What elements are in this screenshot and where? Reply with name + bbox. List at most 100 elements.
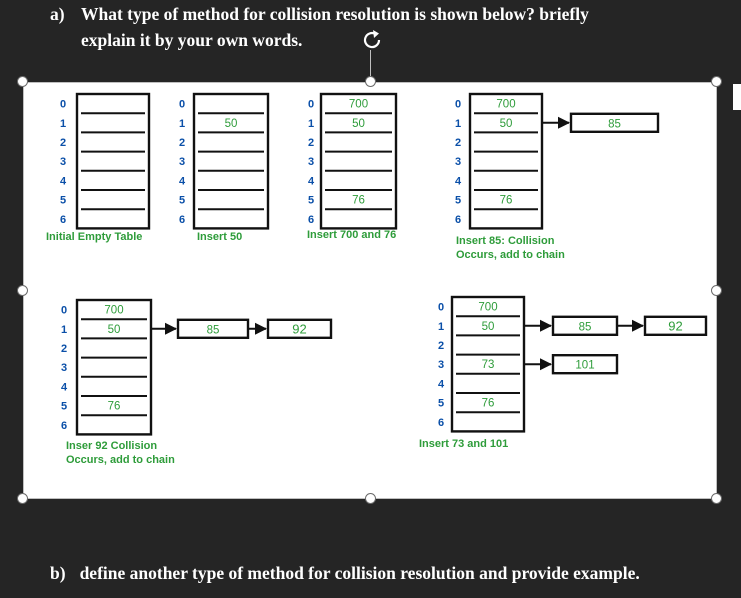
slot-index: 3	[61, 362, 67, 374]
panel-caption: Occurs, add to chain	[456, 249, 565, 261]
panel-caption: Insert 85: Collision	[456, 235, 555, 247]
slot-index: 6	[455, 214, 461, 226]
slot-value: 73	[482, 359, 495, 371]
slot-index: 5	[61, 401, 67, 413]
arrow-head	[540, 358, 552, 371]
question-a-line1: What type of method for collision resolu…	[81, 4, 589, 24]
arrow-head	[165, 322, 177, 335]
chain-node-value: 85	[207, 324, 220, 336]
slot-index: 3	[438, 359, 444, 371]
slot-index: 2	[61, 343, 67, 355]
slot-value: 76	[352, 195, 365, 207]
slot-value: 700	[349, 99, 368, 111]
chain-node	[266, 318, 333, 340]
slot-index: 1	[438, 321, 444, 333]
rotate-icon[interactable]	[359, 27, 385, 53]
slot-index: 1	[308, 118, 314, 130]
resize-handle-bottom-center[interactable]	[365, 493, 376, 504]
chain-node-value: 85	[608, 118, 621, 130]
resize-handle-top-left[interactable]	[17, 76, 28, 87]
resize-handle-bottom-right[interactable]	[711, 493, 722, 504]
hash-table	[192, 92, 270, 230]
slot-index: 1	[179, 118, 185, 130]
resize-handle-middle-right[interactable]	[711, 285, 722, 296]
slot-index: 4	[438, 378, 445, 390]
slot-value: 76	[482, 398, 495, 410]
slot-index: 2	[60, 137, 66, 149]
slot-value: 76	[500, 195, 513, 207]
hash-table	[75, 298, 153, 436]
resize-handle-middle-left[interactable]	[17, 285, 28, 296]
panel-caption: Insert 73 and 101	[419, 438, 508, 450]
chain-node-value: 85	[579, 321, 592, 333]
slot-index: 1	[61, 324, 67, 336]
slot-value: 700	[478, 302, 497, 314]
slot-index: 2	[438, 340, 444, 352]
chain-node-value: 101	[575, 360, 594, 372]
slot-index: 5	[455, 195, 461, 207]
slot-value: 76	[108, 401, 121, 413]
question-b-label: b)	[50, 563, 66, 583]
question-b: b) define another type of method for coll…	[50, 560, 640, 586]
slot-value: 700	[104, 305, 123, 317]
resize-handle-bottom-left[interactable]	[17, 493, 28, 504]
slot-index: 6	[60, 214, 66, 226]
slot-index: 4	[179, 175, 186, 187]
slot-index: 3	[179, 156, 185, 168]
slot-index: 2	[179, 137, 185, 149]
slot-index: 5	[60, 195, 66, 207]
panel-caption: Insert 700 and 76	[307, 229, 396, 241]
slot-index: 0	[179, 99, 185, 111]
arrow-head	[632, 319, 644, 332]
arrow-head	[540, 319, 552, 332]
slot-index: 4	[455, 175, 462, 187]
slot-index: 1	[455, 118, 461, 130]
panel-caption: Inser 92 Collision	[66, 440, 157, 452]
slot-index: 6	[438, 417, 444, 429]
chain-node-value: 92	[668, 318, 682, 333]
slot-value: 700	[496, 99, 515, 111]
slot-index: 1	[60, 118, 66, 130]
slot-index: 4	[60, 175, 67, 187]
panel-caption: Occurs, add to chain	[66, 454, 175, 466]
slot-index: 5	[179, 195, 185, 207]
panel-caption: Insert 50	[197, 231, 242, 243]
slot-index: 0	[60, 99, 66, 111]
slot-value: 50	[482, 321, 495, 333]
slot-index: 5	[308, 195, 314, 207]
slot-index: 2	[308, 137, 314, 149]
resize-handle-top-center[interactable]	[365, 76, 376, 87]
slot-index: 4	[308, 175, 315, 187]
slot-value: 50	[500, 118, 513, 130]
slot-index: 6	[179, 214, 185, 226]
slot-index: 0	[308, 99, 314, 111]
slot-index: 6	[61, 420, 67, 432]
slot-index: 2	[455, 137, 461, 149]
slot-index: 0	[61, 305, 67, 317]
hash-table	[75, 92, 151, 230]
hash-table	[319, 92, 398, 230]
resize-handle-top-right[interactable]	[711, 76, 722, 87]
panel-caption: Initial Empty Table	[46, 231, 142, 243]
slot-index: 6	[308, 214, 314, 226]
layout-options-tab[interactable]	[733, 84, 741, 110]
slot-value: 50	[352, 118, 365, 130]
chain-node	[551, 354, 619, 375]
arrow-head	[255, 322, 267, 335]
rotate-stem	[370, 50, 371, 78]
slot-index: 5	[438, 398, 444, 410]
question-b-text: define another type of method for collis…	[79, 563, 640, 583]
arrow-head	[558, 116, 570, 129]
slot-value: 50	[225, 118, 238, 130]
slot-index: 3	[308, 156, 314, 168]
question-a-label: a)	[50, 4, 65, 24]
slot-index: 3	[455, 156, 461, 168]
